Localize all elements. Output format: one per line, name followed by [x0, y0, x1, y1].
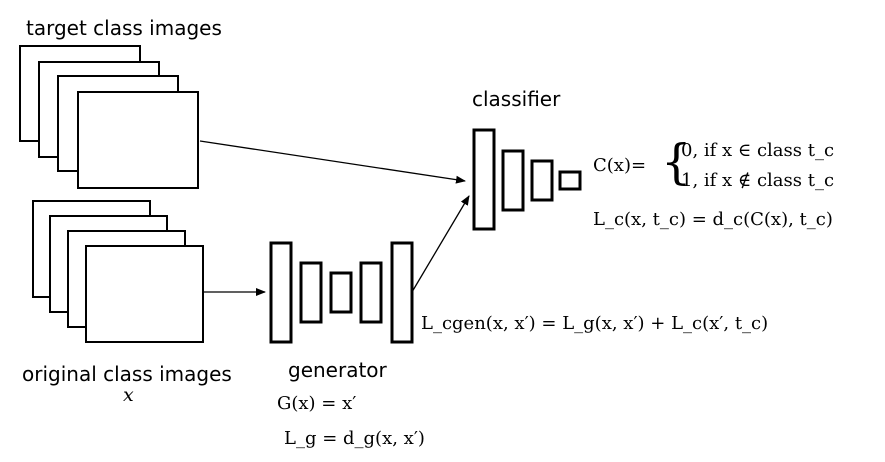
original-image-stack — [32, 200, 204, 343]
target-image-4 — [77, 91, 199, 189]
classifier-layer-2 — [501, 149, 525, 212]
generator-layer-3 — [329, 271, 353, 314]
original-var-label: x — [123, 384, 134, 406]
classifier-label: classifier — [472, 87, 561, 111]
classifier-layer-4 — [558, 170, 582, 191]
target-image-stack — [19, 45, 199, 189]
classifier-case-1: 1, if x ∉ class t_c — [681, 170, 835, 191]
classifier-layer-3 — [530, 159, 554, 202]
generator-function-eq: G(x) = x′ — [277, 393, 357, 414]
cases-brace: { — [661, 134, 692, 190]
classifier-layer-1 — [472, 128, 496, 231]
classifier-function-lhs: C(x)= — [593, 155, 647, 176]
generator-network — [269, 241, 414, 344]
arrow-target-to-classifier — [199, 140, 466, 184]
arrow-generator-to-classifier — [411, 195, 470, 293]
generator-loss-eq: L_g = d_g(x, x′) — [284, 428, 425, 449]
original-image-4 — [85, 245, 204, 343]
generator-layer-1 — [269, 241, 293, 344]
original-images-label: original class images — [22, 362, 232, 386]
target-images-label: target class images — [26, 16, 222, 40]
generator-layer-2 — [299, 261, 323, 324]
classifier-network — [472, 128, 582, 231]
flow-arrows — [199, 140, 470, 296]
classifier-loss-eq: L_c(x, t_c) = d_c(C(x), t_c) — [593, 209, 833, 230]
generator-label: generator — [288, 358, 387, 382]
generator-layer-4 — [359, 261, 383, 324]
classifier-case-0: 0, if x ∈ class t_c — [681, 140, 835, 161]
generator-layer-5 — [390, 241, 414, 344]
cgen-loss-eq: L_cgen(x, x′) = L_g(x, x′) + L_c(x′, t_c… — [421, 313, 769, 334]
